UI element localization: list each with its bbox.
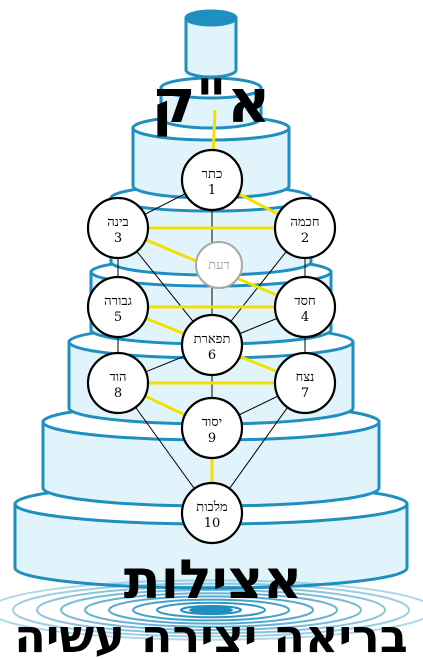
ripple-ring bbox=[108, 595, 314, 625]
tier-1 bbox=[159, 76, 263, 130]
base-ripple bbox=[0, 579, 423, 641]
lightning-flash bbox=[116, 109, 307, 513]
sefira-circle bbox=[273, 196, 337, 260]
sefira-circle bbox=[86, 196, 150, 260]
world-atzilut-label: אצילות bbox=[124, 548, 303, 611]
top-cylinder bbox=[184, 9, 238, 79]
ripple-ring bbox=[0, 579, 423, 641]
sefira-name: מלכות bbox=[196, 500, 228, 515]
sefira-number: 4 bbox=[301, 310, 309, 325]
sefira-circle bbox=[195, 241, 243, 289]
title-a-k: א"ק bbox=[151, 67, 270, 137]
sefira-circle bbox=[180, 481, 244, 545]
sefira-number: 5 bbox=[114, 310, 122, 325]
lightning-bolt bbox=[116, 109, 307, 513]
sefira-number: 6 bbox=[208, 348, 216, 363]
ripple-ring bbox=[36, 585, 386, 635]
sefira-circle bbox=[86, 275, 150, 339]
sefira-name: נצח bbox=[296, 370, 315, 385]
sefira-name: תפארת bbox=[194, 332, 231, 347]
sefira-name: גבורה bbox=[104, 294, 132, 309]
sefira-name: חכמה bbox=[290, 215, 319, 230]
ripple-center bbox=[189, 606, 233, 614]
ripple-ring bbox=[156, 601, 266, 619]
sefira-circle bbox=[273, 351, 337, 415]
sefira-number: 10 bbox=[204, 516, 221, 531]
ripple-ring bbox=[12, 582, 410, 638]
sefira-daat: דעת bbox=[195, 241, 243, 289]
sefira-name: בינה bbox=[107, 215, 128, 230]
sefira-name: הוד bbox=[109, 370, 126, 385]
sefira-number: 2 bbox=[301, 231, 309, 246]
sefira-number: 7 bbox=[301, 386, 309, 401]
sefira-number: 3 bbox=[114, 231, 122, 246]
sefira-number: 8 bbox=[114, 386, 122, 401]
ripple-ring bbox=[60, 589, 362, 631]
sefira-circle bbox=[180, 148, 244, 212]
sefira-name: כתר bbox=[202, 167, 223, 182]
ripple-ring bbox=[132, 598, 290, 622]
sefira-circle bbox=[273, 275, 337, 339]
worlds-lower-label: בריאה יצירה עשיה bbox=[14, 609, 408, 659]
sefira-number: 9 bbox=[208, 431, 216, 446]
sefira-circle bbox=[180, 313, 244, 377]
sefira-circle bbox=[180, 396, 244, 460]
sefira-name: יסוד bbox=[202, 415, 222, 430]
sefira-circle bbox=[86, 351, 150, 415]
sefira-number: 1 bbox=[208, 183, 216, 198]
ripple-ring bbox=[84, 592, 338, 628]
sefira-name: דעת bbox=[208, 258, 230, 273]
sefira-name: חסד bbox=[294, 294, 315, 309]
